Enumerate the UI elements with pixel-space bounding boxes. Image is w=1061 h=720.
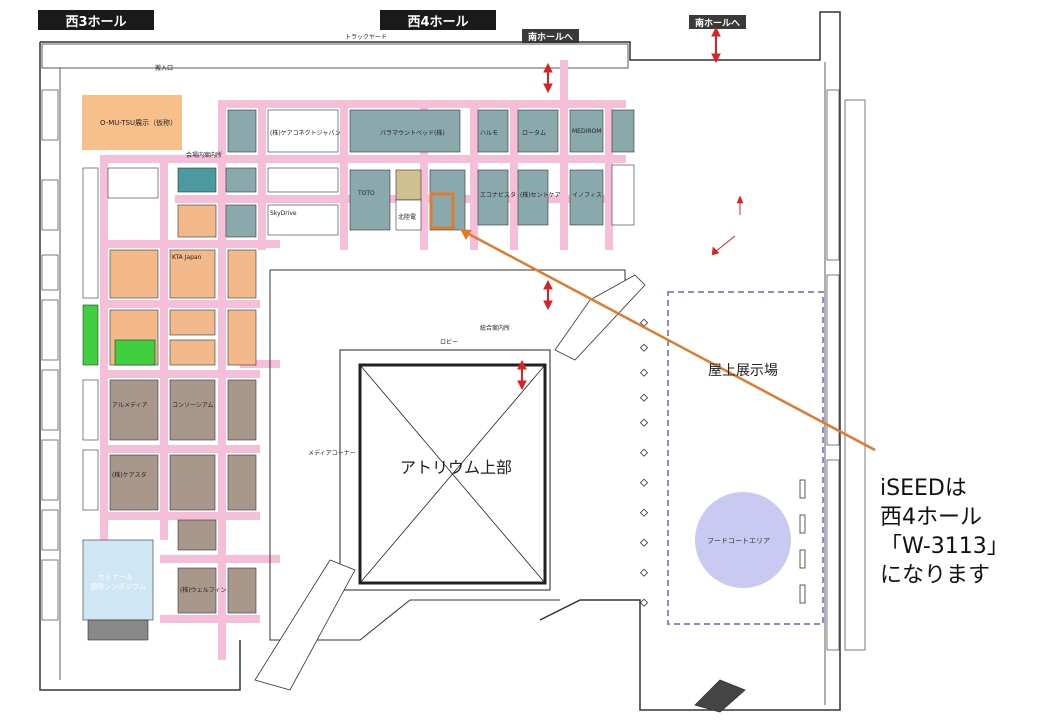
booth-w3113-highlight[interactable] [429,192,455,230]
booth-label-6: 北陸電 [398,214,417,221]
booth-label-4: ロータム [522,130,547,137]
callout-line-1: iSEEDは [880,476,967,501]
building-outline [39,11,841,711]
booth-callout: iSEEDは 西4ホール 「W-3113」 になります [880,474,1009,590]
loading-label: 搬入口 [155,65,174,72]
omutsu-label: O-MU-TSU展示（仮称） [100,119,178,127]
booth-label-15: (株)ケアスタ [112,472,147,479]
walk-markers [639,318,806,607]
booths-top [227,109,635,153]
south-hall-link-right[interactable]: 南ホールへ [689,15,747,29]
foodcourt-label: フードコートエリア [707,537,770,545]
aisles [100,60,626,660]
rooftop-label: 屋上展示場 [708,363,778,379]
left-columns [41,89,59,621]
callout-pointer-head [460,229,472,240]
rooftop-area [667,291,824,625]
seminar-label-1: セミナー＆ [98,573,133,581]
booth-label-10: TOTO [358,190,375,197]
atrium [339,349,551,591]
booth-label-13: アルメディア [112,402,148,409]
callout-pointer [464,230,876,452]
booth-label-16: SkyDrive [270,210,297,217]
booth-label-11: KTA Japan [172,254,202,261]
atrium-label: アトリウム上部 [400,458,513,477]
diagonal-walkway [254,274,746,713]
booth-label-8: (株)セントケア [520,192,561,199]
hall-header-west3: 西3ホール [38,10,154,30]
booth-label-14: コンソーシアム [172,402,214,409]
track-yard-label: トラックヤード [345,34,388,41]
booth-label-9: イノフィス [572,192,602,199]
seminar-label-2: 国際シンポジウム [90,583,146,591]
seminar-area [82,539,154,641]
lobby-label: ロビー [440,339,459,346]
south-hall-link-left[interactable]: 南ホールへ [522,29,580,43]
booths-row2 [82,164,635,299]
red-arrows [517,26,744,391]
callout-line-2: 西4ホール [880,505,982,530]
booth-label-2: パラマウントベッド(株) [380,130,445,137]
hall-header-west4: 西4ホール [380,10,496,30]
callout-line-4: になります [880,563,991,588]
foodcourt-circle [695,492,791,588]
booth-label-1: (株)ケアコネクトジャパン [270,130,341,137]
info-main-label: 総合案内所 [480,325,511,332]
callout-line-3: 「W-3113」 [880,534,1009,559]
omutsu-area [82,95,182,150]
media-corner-label: メディアコーナー [308,450,356,457]
booth-label-12: (株)ウェルフィン [180,587,227,594]
booth-label-3: ハルモ [480,130,499,137]
right-columns [826,89,866,651]
info-venue-label: 会場内案内所 [186,152,223,159]
booths-left [82,249,257,614]
inner-outline [269,270,560,641]
booth-label-7: エコナビスタ [480,192,517,199]
booth-label-5: MEDIROM [572,128,602,135]
